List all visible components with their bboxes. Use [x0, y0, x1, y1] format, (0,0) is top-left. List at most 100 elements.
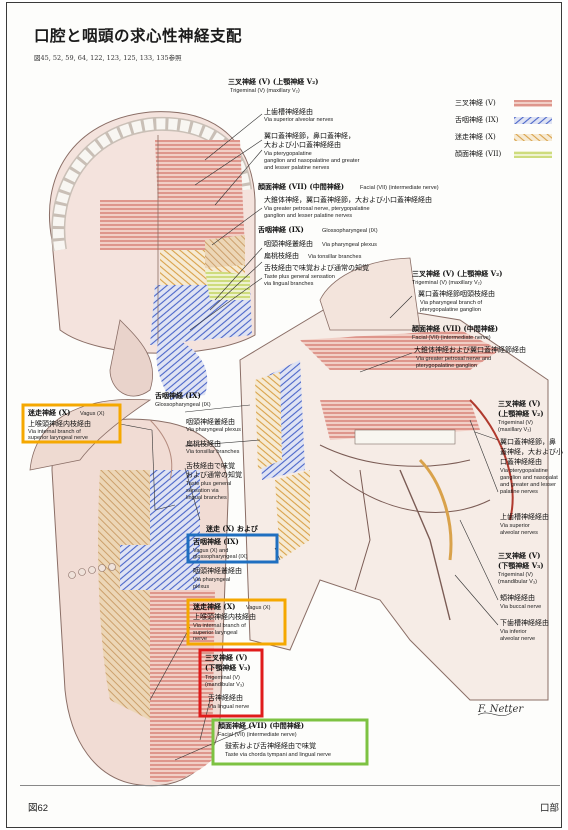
legend-label: 顔面神経 (VII) [455, 150, 501, 158]
label-internal-laryngeal-center: 上喉頭神経内枝経由 [193, 613, 256, 621]
label-pharyngeal-plexus-mid: 咽頭神経叢経由 [186, 418, 235, 426]
upper-trigeminal-header: 三叉神経 (V) (上顎神経 V₂) [228, 78, 319, 86]
legend-swatches [514, 100, 552, 158]
label-internal-laryngeal-left-en2: superior laryngeal nerve [28, 435, 88, 441]
label-pharyngeal-plexus-low-en1: Via pharyngeal [193, 577, 230, 583]
right-trigeminal2-en2: (maxillary V₂) [498, 427, 531, 433]
label-vagus-and: 迷走 (X) および [206, 525, 258, 533]
left-vagus-header: 迷走神経 (X) [28, 409, 71, 417]
upper-glosso-header: 舌咽神経 (IX) [258, 226, 304, 234]
label-pharyngeal-plexus-low: 咽頭神経叢経由 [193, 567, 242, 575]
label-inferior-alveolar: 下歯槽神経経由 [500, 619, 549, 627]
right-trigeminal2-header: 三叉神経 (V) [498, 400, 541, 408]
right-facial-header: 顔面神経 (VII) (中間神経) [412, 325, 498, 333]
label-chorda-tympani-en: Taste via chorda tympani and lingual ner… [225, 752, 331, 758]
label-lingual-mid: 舌枝経由で味覚 [186, 462, 235, 470]
label-superior-alveolar: 上歯槽神経経由 [264, 108, 313, 116]
label-nasopalatine-right-en3: and greater and lesser [500, 482, 556, 488]
label-pterygopalatine: 翼口蓋神経節，鼻口蓋神経， [264, 132, 355, 140]
label-buccal: 頬神経経由 [500, 594, 535, 602]
label-lingual-mid-2: および通常の知覚 [186, 471, 242, 479]
right-trigeminal2-header-2: (上顎神経 V₂) [498, 410, 544, 418]
upper-facial-header-en: Facial (VII) (intermediate nerve) [360, 185, 439, 191]
middle-glosso-header-en: Glossopharyngeal (IX) [155, 402, 211, 408]
label-pharyngeal-plexus-en: Via pharyngeal plexus [322, 242, 377, 248]
label-pharyngeal-branch: 翼口蓋神経節咽頭枝経由 [418, 290, 495, 298]
label-buccal-en: Via buccal nerve [500, 604, 541, 610]
label-chorda-tympani: 鼓索および舌神経経由で味覚 [225, 742, 316, 750]
label-greater-petrosal-en1: Via greater petrosal nerve, pterygopalat… [264, 206, 370, 212]
label-pharyngeal-branch-en1: Via pharyngeal branch of [420, 300, 482, 306]
label-greater-petrosal-en2: ganglion and lesser palatine nerves [264, 213, 352, 219]
label-tonsillar-mid-en: Via tonsillar branches [186, 449, 239, 455]
label-pterygopalatine-en1: Via pterygopalatine [264, 151, 312, 157]
figure-number: 図62 [28, 800, 48, 814]
legend-label: 舌咽神経 (IX) [455, 116, 498, 124]
label-inferior-alveolar-en2: alveolar nerve [500, 636, 535, 642]
label-greater-petrosal-right-en1: Via greater petrosal nerve and [416, 356, 491, 362]
label-lingual-taste-en1: Taste plus general sensation [264, 274, 335, 280]
label-nasopalatine-right-en4: palatine nerves [500, 489, 538, 495]
left-vagus-header-en: Vagus (X) [80, 411, 104, 417]
label-superior-alveolar-right-en1: Via superior [500, 523, 530, 529]
page-title: 口腔と咽頭の求心性神経支配 [34, 28, 242, 46]
label-pharyngeal-branch-en2: pterygopalatine ganglion [420, 307, 481, 313]
palate-drawing [49, 112, 255, 400]
label-pterygopalatine-en2: ganglion and nasopalatine and greater [264, 158, 359, 164]
right-trigeminal3-header: 三叉神経 (V) [498, 552, 541, 560]
orange-box-header-en: Vagus (X) [246, 605, 270, 611]
right-trigeminal3-en1: Trigeminal (V) [498, 572, 533, 578]
red-box-header-2: (下顎神経 V₃) [205, 664, 251, 672]
upper-facial-header: 顔面神経 (VII) (中間神経) [258, 183, 344, 191]
label-tonsillar: 扁桃枝経由 [264, 252, 299, 260]
orange-box-header: 迷走神経 (X) [193, 603, 236, 611]
label-nasopalatine-right-2: 蓋神経，大および小 [500, 448, 563, 456]
label-lingual-nerve: 舌神経経由 [208, 694, 243, 702]
red-box-header: 三叉神経 (V) [205, 654, 248, 662]
legend-label: 迷走神経 (X) [455, 133, 496, 141]
legend-swatch-glossopharyngeal [514, 117, 552, 124]
green-box-header: 顔面神経 (VII) (中間神経) [218, 722, 304, 730]
figure-references: 図45, 52, 59, 64, 122, 123, 125, 133, 135… [34, 55, 182, 62]
right-trigeminal3-en2: (mandibular V₃) [498, 579, 537, 585]
middle-glosso-header: 舌咽神経 (IX) [155, 392, 201, 400]
legend-swatch-facial [514, 151, 552, 158]
label-greater-petrosal-right-en2: pterygopalatine ganglion [416, 363, 477, 369]
label-pharyngeal-plexus-mid-en: Via pharyngeal plexus [186, 427, 241, 433]
blue-box-en2: glossopharyngeal (IX) [193, 554, 247, 560]
label-pterygopalatine-2: 大および小口蓋神経経由 [264, 141, 341, 149]
label-nasopalatine-right-en1: Via pterygopalatine [500, 468, 548, 474]
right-facial-header-en: Facial (VII) (intermediate nerve) [412, 335, 491, 341]
label-lingual-nerve-en: Via lingual nerve [208, 704, 249, 710]
label-pharyngeal-plexus-low-en2: plexus [193, 584, 209, 590]
right-trigeminal3-header-2: (下顎神経 V₃) [498, 562, 544, 570]
label-tonsillar-en: Via tonsillar branches [308, 254, 361, 260]
footer-rule [20, 785, 560, 786]
label-nasopalatine-right-3: 口蓋神経経由 [500, 458, 542, 466]
label-greater-petrosal-right: 大錐体神経および翼口蓋神経節経由 [414, 346, 526, 354]
label-pterygopalatine-en3: and lesser palatine nerves [264, 165, 329, 171]
right-trigeminal-header-en: Trigeminal (V) (maxillary V₂) [412, 280, 482, 286]
label-tonsillar-mid: 扁桃枝経由 [186, 440, 221, 448]
upper-glosso-header-en: Glossopharyngeal (IX) [322, 228, 378, 234]
label-lingual-mid-en3: lingual branches [186, 495, 227, 501]
label-lingual-mid-en1: Taste plus general [186, 481, 231, 487]
right-trigeminal2-en1: Trigeminal (V) [498, 420, 533, 426]
label-nasopalatine-right-en2: ganglion and nasopalat [500, 475, 558, 481]
label-pharyngeal-plexus: 咽頭神経叢経由 [264, 240, 313, 248]
red-box-en1: Trigeminal (V) [205, 675, 240, 681]
upper-trigeminal-header-en: Trigeminal (V) (maxillary V₂) [230, 88, 300, 94]
label-lingual-mid-en2: sensation via [186, 488, 219, 494]
label-nasopalatine-right: 翼口蓋神経節，鼻 [500, 438, 556, 446]
tongue-drawing [30, 399, 228, 785]
label-internal-laryngeal-left: 上喉頭神経内枝経由 [28, 420, 91, 428]
signature: F. Netter [477, 704, 524, 715]
blue-box-header: 舌咽神経 (IX) [193, 538, 239, 546]
label-lingual-taste-en2: via lingual branches [264, 281, 313, 287]
green-box-header-en: Facial (VII) (intermediate nerve) [218, 732, 297, 738]
red-box-en2: (mandibular V₃) [205, 682, 244, 688]
label-greater-petrosal: 大錐体神経，翼口蓋神経節，大および小口蓋神経経由 [264, 196, 432, 204]
legend-label: 三叉神経 (V) [455, 99, 496, 107]
label-superior-alveolar-en: Via superior alveolar nerves [264, 117, 333, 123]
